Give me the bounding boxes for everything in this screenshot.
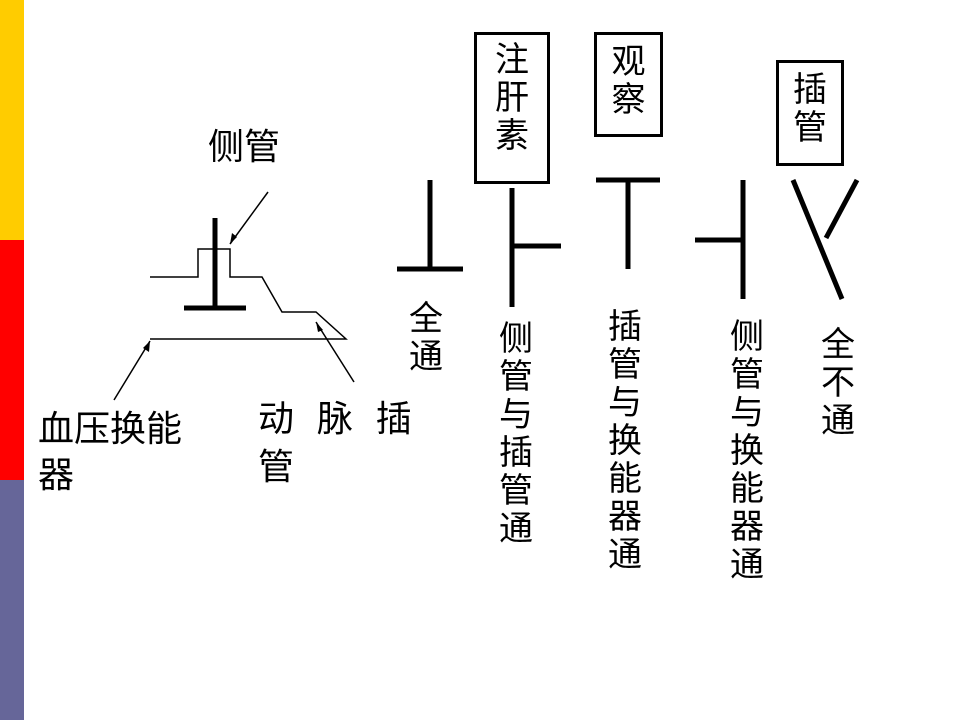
box-cannula-text: 插管 [793, 70, 827, 148]
state-label-all-open: 全通 [409, 299, 443, 377]
state-label-side-transducer-open: 侧管与换能器通 [730, 317, 764, 585]
state-label-cannula-transducer-open: 插管与换能器通 [608, 307, 642, 575]
slide-accent-bar-red [0, 240, 24, 480]
side-tube-arrowhead [230, 233, 237, 244]
box-inject-heparin-char-1: 注肝素 [495, 40, 529, 156]
box-inject-heparin: 注肝素 [474, 32, 550, 184]
transducer-label-line-1: 血压换能 [38, 409, 183, 450]
transducer-arrow [113, 340, 151, 401]
box-observe-text: 观察 [611, 42, 646, 120]
slide-accent-bar-yellow [0, 0, 24, 240]
state-label-side-cannula-open: 侧管与插管通 [499, 319, 533, 549]
arterial-arrow [315, 321, 355, 383]
transducer-arrowhead [143, 341, 150, 352]
arterial-cannula-label-line-1: 动 脉 插 [258, 399, 412, 440]
state-label-all-closed: 全不通 [821, 325, 855, 441]
stopcock-5-short-arm [823, 178, 860, 240]
arterial-cannula-label-line-2: 管 [258, 447, 295, 488]
tube-outline [150, 248, 348, 340]
box-observe: 观察 [594, 32, 663, 137]
side-tube-label: 侧管 [208, 127, 281, 168]
side-tube-arrow [229, 191, 269, 245]
slide-accent-bar-purple [0, 480, 24, 720]
arterial-arrowhead [316, 322, 323, 332]
transducer-label-line-2: 器 [38, 455, 75, 496]
stopcock-5-long-arm [790, 179, 845, 300]
box-cannula: 插管 [776, 60, 844, 166]
